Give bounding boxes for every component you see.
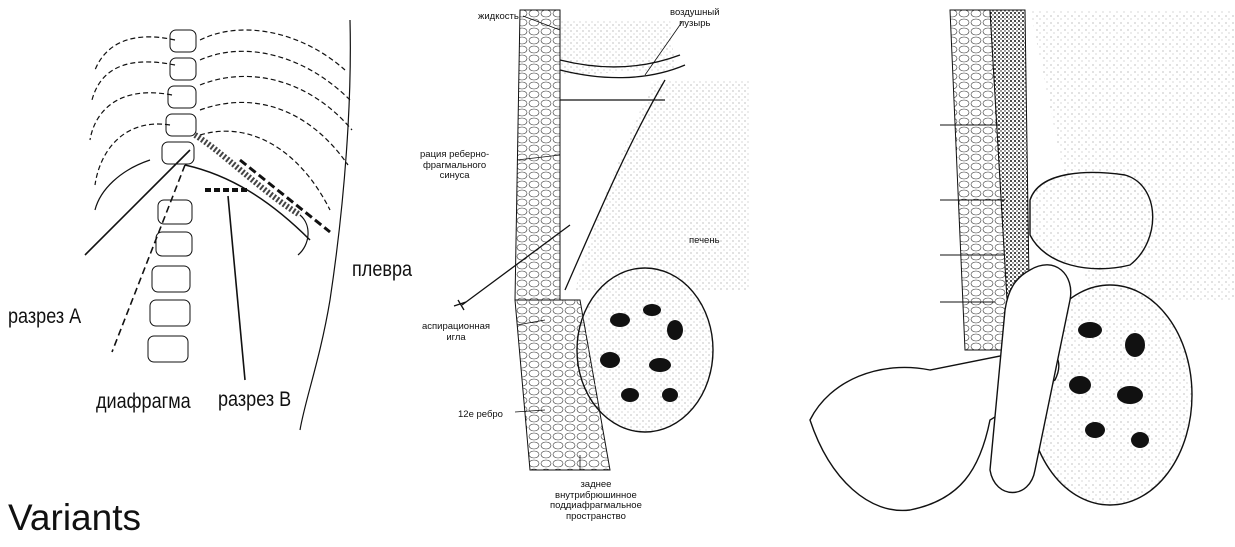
label-posterior-space: заднее внутрибрюшинное поддиафрагмальное… [550, 480, 642, 522]
label-sinus: рация реберно- фрагмального синуса [420, 150, 489, 182]
caption: Variants [8, 497, 141, 539]
figure-left-drawing [0, 0, 420, 470]
label-liver: печень [689, 236, 720, 247]
label-needle: аспирационная игла [422, 322, 490, 343]
label-fluid: жидкость [478, 12, 519, 23]
figure-left: разрез А диафрагма разрез В плевра [0, 0, 420, 470]
label-diaphragm: диафрагма [96, 390, 191, 414]
figure-middle: жидкость воздушный пузырь рация реберно-… [420, 0, 760, 547]
label-section-a: разрез А [8, 305, 81, 329]
label-pleura: плевра [352, 258, 412, 282]
label-rib12: 12е ребро [458, 410, 503, 421]
figure-middle-drawing [420, 0, 760, 547]
label-air-bubble: воздушный пузырь [670, 8, 720, 29]
label-section-b: разрез В [218, 388, 291, 412]
figure-right-drawing [790, 0, 1235, 547]
figure-right [790, 0, 1235, 547]
